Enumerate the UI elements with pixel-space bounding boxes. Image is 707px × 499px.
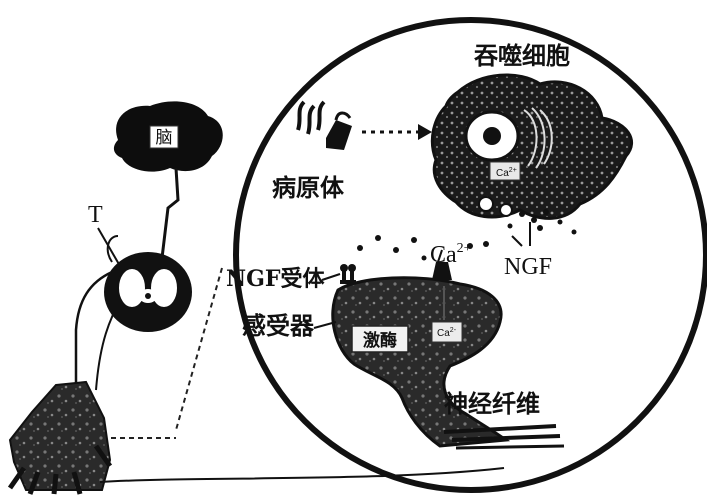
enzyme-label: 激酶 [363, 330, 397, 351]
brain: 脑 [114, 101, 223, 171]
spinal-cord-section [104, 236, 192, 332]
brain-to-cord-line [162, 168, 178, 258]
phagocyte-label: 吞噬细胞 [474, 41, 570, 70]
brain-label: 脑 [156, 128, 173, 148]
nerve-fiber-label: 神经纤维 [444, 389, 540, 418]
hand [10, 382, 110, 494]
receptor-label: 感受器 [242, 311, 315, 340]
pathogen-label: 病原体 [272, 173, 345, 202]
t-label: T [88, 202, 103, 228]
ngf-receptor-label: NGF受体 [226, 266, 326, 292]
t-pointer [98, 228, 120, 266]
ngf-label: NGF [504, 254, 552, 280]
